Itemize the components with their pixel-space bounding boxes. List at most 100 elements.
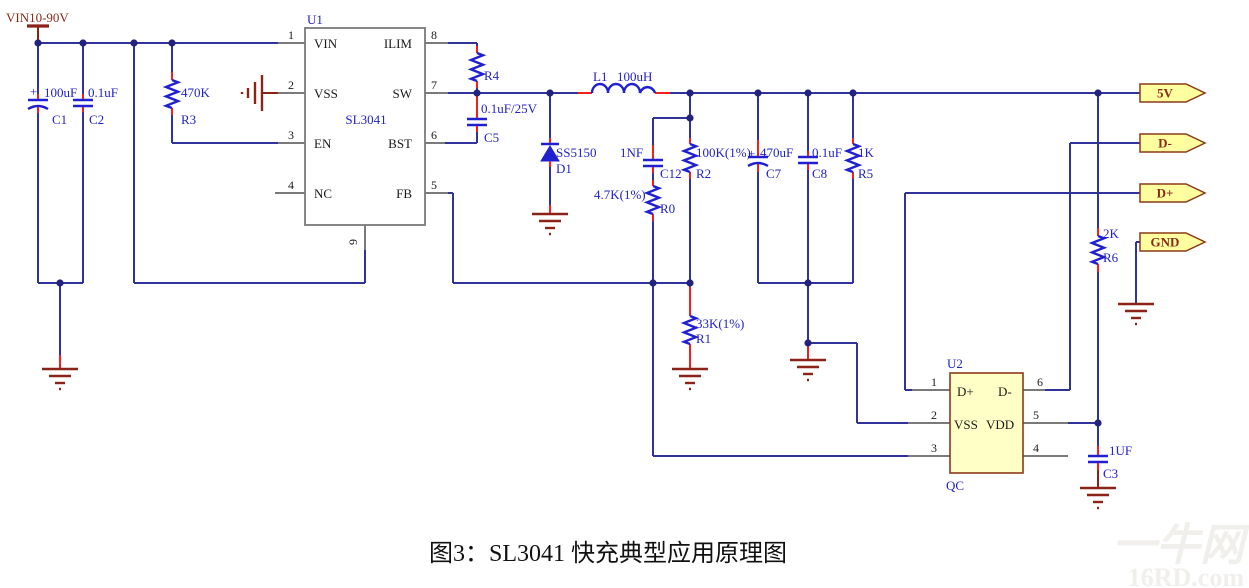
c12-value: 1NF xyxy=(620,145,643,160)
u2-pin5-num: 5 xyxy=(1033,408,1039,422)
d1-value: SS5150 xyxy=(556,145,596,160)
component-r5: 1K R5 xyxy=(845,138,875,181)
figure-caption: 图3：SL3041 快充典型应用原理图 xyxy=(429,540,787,567)
component-d1: SS5150 D1 xyxy=(540,138,596,214)
resistor-icon xyxy=(469,51,485,83)
port-arrow-icon xyxy=(1139,232,1207,252)
c7-ref: C7 xyxy=(766,166,782,181)
c12-ref: C12 xyxy=(660,166,682,181)
component-c1: + 100uF C1 xyxy=(26,84,77,127)
l1-ref: L1 xyxy=(593,69,607,84)
u1-pin7-num: 7 xyxy=(431,78,437,92)
c2-ref: C2 xyxy=(89,112,104,127)
u1-pin-fb: FB xyxy=(396,186,412,201)
u2-pin-vss: VSS xyxy=(954,417,978,432)
c8-value: 0.1uF xyxy=(812,145,842,160)
u2-ref: U2 xyxy=(947,356,963,371)
r1-ref: R1 xyxy=(696,331,711,346)
u1-pin2-num: 2 xyxy=(288,78,294,92)
c1-value: 100uF xyxy=(44,85,77,100)
component-c2: 0.1uF C2 xyxy=(71,85,118,127)
resistor-icon xyxy=(645,184,661,216)
port-label-gnd: GND xyxy=(1151,235,1180,250)
component-r3: 470K R3 xyxy=(164,72,211,127)
connector-gnd: GND xyxy=(1139,232,1207,252)
junction-dots xyxy=(34,39,1102,427)
component-c5: 0.1uF/25V C5 xyxy=(465,96,538,145)
r5-ref: R5 xyxy=(858,166,873,181)
grounds xyxy=(40,212,1156,510)
resistor-icon xyxy=(164,78,180,110)
ic-u2: U2 QC D+ D- VSS VDD 1 2 3 6 5 4 xyxy=(931,356,1043,493)
r0-value: 4.7K(1%) xyxy=(594,187,646,202)
vin-net-label: VIN10-90V xyxy=(6,10,69,25)
port-arrow-icon xyxy=(1139,183,1207,203)
u1-ref: U1 xyxy=(307,12,323,27)
ground-icon xyxy=(1078,486,1118,510)
component-c3: 1UF C3 xyxy=(1086,443,1132,488)
u1-pin-vin: VIN xyxy=(314,36,338,51)
component-r2: 100K(1%) R2 xyxy=(682,138,751,181)
component-c8: 0.1uF C8 xyxy=(796,145,842,181)
r3-ref: R3 xyxy=(181,112,196,127)
l1-value: 100uH xyxy=(617,69,652,84)
u2-subtitle: QC xyxy=(946,478,964,493)
r6-value: 2K xyxy=(1103,226,1120,241)
u1-pin-en: EN xyxy=(314,136,332,151)
c5-value: 0.1uF/25V xyxy=(481,101,538,116)
port-label-dminus: D- xyxy=(1158,136,1172,151)
capacitor-icon xyxy=(71,98,95,108)
connector-dminus: D- xyxy=(1139,133,1207,153)
r2-value: 100K(1%) xyxy=(696,145,751,160)
ground-icon xyxy=(1116,302,1156,326)
c3-value: 1UF xyxy=(1109,443,1132,458)
connector-dplus: D+ xyxy=(1139,183,1207,203)
watermark-site: 16RD.com xyxy=(1128,563,1245,588)
c7-polarity: + xyxy=(748,146,755,161)
capacitor-icon xyxy=(1086,454,1110,464)
component-l1: L1 100uH xyxy=(578,69,670,94)
c3-ref: C3 xyxy=(1103,466,1118,481)
component-r6: 2K R6 xyxy=(1090,226,1120,272)
d1-ref: D1 xyxy=(556,161,572,176)
c8-ref: C8 xyxy=(812,166,827,181)
r3-value: 470K xyxy=(181,85,211,100)
ic-u1: U1 SL3041 VIN VSS EN NC ILIM SW BST FB 1… xyxy=(288,12,437,245)
resistor-icon xyxy=(682,314,698,346)
u2-pin4-num: 4 xyxy=(1033,441,1039,455)
u2-pin6-num: 6 xyxy=(1037,375,1043,389)
r5-value: 1K xyxy=(858,145,875,160)
ground-icon xyxy=(788,358,828,382)
u2-pin-dminus: D- xyxy=(998,384,1012,399)
u2-pin-dplus: D+ xyxy=(957,384,974,399)
c1-polarity: + xyxy=(30,84,37,99)
r6-ref: R6 xyxy=(1103,250,1119,265)
port-arrow-icon xyxy=(1139,83,1207,103)
u1-pin5-num: 5 xyxy=(431,178,437,192)
ground-icon xyxy=(530,212,570,236)
u2-pin-vdd: VDD xyxy=(986,417,1014,432)
r2-ref: R2 xyxy=(696,166,711,181)
ground-icon-vss xyxy=(240,73,264,113)
u2-pin3-num: 3 xyxy=(931,441,937,455)
vin-power-port: VIN10-90V xyxy=(6,10,69,43)
r0-ref: R0 xyxy=(660,201,675,216)
component-c12: 1NF C12 xyxy=(620,145,682,181)
inductor-icon xyxy=(590,82,657,94)
port-label-dplus: D+ xyxy=(1157,186,1174,201)
capacitor-icon xyxy=(465,117,489,127)
u1-pin-sw: SW xyxy=(393,86,413,101)
u1-pin6-num: 6 xyxy=(431,128,437,142)
u1-pin-nc: NC xyxy=(314,186,332,201)
u1-part: SL3041 xyxy=(345,112,386,127)
port-arrow-icon xyxy=(1139,133,1207,153)
c1-ref: C1 xyxy=(52,112,67,127)
u1-body xyxy=(304,27,426,226)
ground-icon xyxy=(40,367,80,391)
c2-value: 0.1uF xyxy=(88,85,118,100)
u2-pin1-num: 1 xyxy=(931,375,937,389)
ground-icon xyxy=(670,367,710,391)
u1-pin1-num: 1 xyxy=(288,28,294,42)
